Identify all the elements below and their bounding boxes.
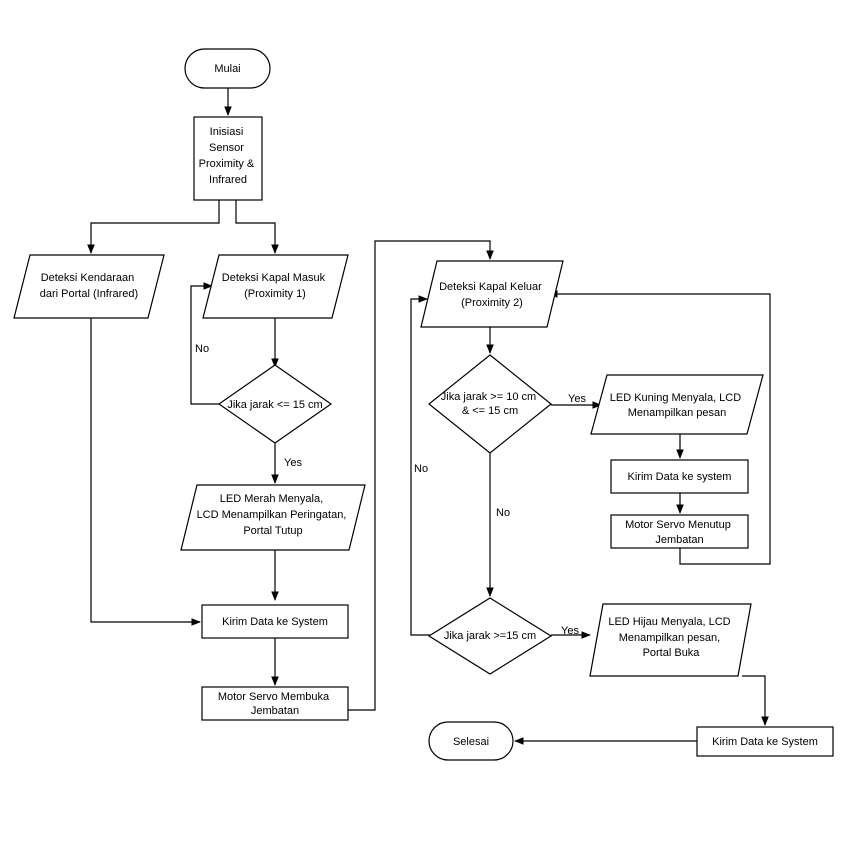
send-data-2-process: Kirim Data ke system xyxy=(610,459,749,494)
init-line-1: Inisiasi xyxy=(210,126,244,138)
decision-distance-out-2: Jika jarak >=15 cm xyxy=(427,597,553,675)
servo-close-process: Motor Servo Menutup Jembatan xyxy=(610,514,749,549)
detect-vehicle-line-1: Deteksi Kendaraan xyxy=(41,272,135,284)
send-data-1-process: Kirim Data ke System xyxy=(201,604,349,639)
led-yellow-line-1: LED Kuning Menyala, LCD xyxy=(610,392,742,404)
end-label: Selesai xyxy=(453,736,489,748)
svg-text:Inisiasi Sensor Pr: Inisiasi Sensor Proximity & Infrared xyxy=(199,126,258,186)
decision-distance-out-1: Jika jarak >= 10 cm & <= 15 cm xyxy=(428,354,552,454)
connectors xyxy=(87,88,771,745)
init-line-2: Sensor xyxy=(209,142,244,154)
send-data-2-label: Kirim Data ke system xyxy=(628,471,732,483)
led-green-line-2: Menampilkan pesan, xyxy=(619,632,721,644)
svg-text:LED Merah Menyala, LCD M: LED Merah Menyala, LCD Menampilkan Perin… xyxy=(197,493,350,537)
svg-text:Deteksi Kapal Keluar (Pr: Deteksi Kapal Keluar (Proximity 2) xyxy=(439,281,545,309)
decision-out-1-line-2: & <= 15 cm xyxy=(462,405,518,417)
send-data-3-label: Kirim Data ke System xyxy=(712,736,818,748)
edge-label-yes-out-1: Yes xyxy=(568,393,586,405)
svg-text:LED Kuning Menyala, LCD: LED Kuning Menyala, LCD Menampilkan pesa… xyxy=(610,392,745,419)
servo-close-line-2: Jembatan xyxy=(655,534,703,546)
led-yellow-io: LED Kuning Menyala, LCD Menampilkan pesa… xyxy=(590,374,764,435)
servo-open-line-2: Jembatan xyxy=(251,705,299,717)
svg-text:Jika jarak >= 10 cm & <=: Jika jarak >= 10 cm & <= 15 cm xyxy=(441,391,539,417)
led-green-line-3: Portal Buka xyxy=(643,647,701,659)
edge-label-yes-out-2: Yes xyxy=(561,625,579,637)
led-red-line-2: LCD Menampilkan Peringatan, xyxy=(197,509,347,521)
decision-out-1-line-1: Jika jarak >= 10 cm xyxy=(441,391,536,403)
start-label: Mulai xyxy=(214,63,240,75)
init-sensor-process: Inisiasi Sensor Proximity & Infrared xyxy=(193,116,263,201)
detect-vehicle-line-2: dari Portal (Infrared) xyxy=(40,288,138,300)
led-red-io: LED Merah Menyala, LCD Menampilkan Perin… xyxy=(180,484,366,551)
svg-text:Motor Servo Menutup Jemb: Motor Servo Menutup Jembatan xyxy=(625,519,734,546)
start-terminator: Mulai xyxy=(184,48,271,89)
servo-close-line-1: Motor Servo Menutup xyxy=(625,519,731,531)
led-red-line-1: LED Merah Menyala, xyxy=(220,493,323,505)
edge-label-no-in: No xyxy=(195,343,209,355)
init-line-3: Proximity & xyxy=(199,158,255,170)
svg-text:Motor Servo Membuka Jemb: Motor Servo Membuka Jembatan xyxy=(218,691,332,717)
led-green-line-1: LED Hijau Menyala, LCD xyxy=(608,616,730,628)
svg-text:Deteksi Kapal Masuk (Pro: Deteksi Kapal Masuk (Proximity 1) xyxy=(222,272,328,300)
init-line-4: Infrared xyxy=(209,174,247,186)
send-data-3-process: Kirim Data ke System xyxy=(696,726,834,757)
edge-label-no-out-1: No xyxy=(496,507,510,519)
led-yellow-line-2: Menampilkan pesan xyxy=(628,407,726,419)
decision-distance-in: Jika jarak <= 15 cm xyxy=(217,364,333,444)
svg-text:Deteksi Kendaraan dari P: Deteksi Kendaraan dari Portal (Infrared) xyxy=(40,272,138,300)
svg-text:LED Hijau Menyala, LCD M: LED Hijau Menyala, LCD Menampilkan pesan… xyxy=(608,616,733,659)
servo-open-line-1: Motor Servo Membuka xyxy=(218,691,330,703)
decision-out-2-label: Jika jarak >=15 cm xyxy=(444,630,536,642)
detect-ship-out-line-2: (Proximity 2) xyxy=(461,297,523,309)
detect-vehicle-io: Deteksi Kendaraan dari Portal (Infrared) xyxy=(13,254,165,319)
led-green-io: LED Hijau Menyala, LCD Menampilkan pesan… xyxy=(589,603,752,677)
detect-ship-in-line-2: (Proximity 1) xyxy=(244,288,306,300)
led-red-line-3: Portal Tutup xyxy=(243,525,302,537)
servo-open-process: Motor Servo Membuka Jembatan xyxy=(201,686,349,721)
detect-ship-out-line-1: Deteksi Kapal Keluar xyxy=(439,281,542,293)
edge-label-yes-in: Yes xyxy=(284,457,302,469)
send-data-1-label: Kirim Data ke System xyxy=(222,616,328,628)
detect-ship-out-io: Deteksi Kapal Keluar (Proximity 2) xyxy=(420,260,564,328)
detect-ship-in-io: Deteksi Kapal Masuk (Proximity 1) xyxy=(202,254,349,319)
edge-label-no-out-loop: No xyxy=(414,463,428,475)
detect-ship-in-line-1: Deteksi Kapal Masuk xyxy=(222,272,326,284)
decision-in-label: Jika jarak <= 15 cm xyxy=(227,399,322,411)
end-terminator: Selesai xyxy=(428,721,514,761)
